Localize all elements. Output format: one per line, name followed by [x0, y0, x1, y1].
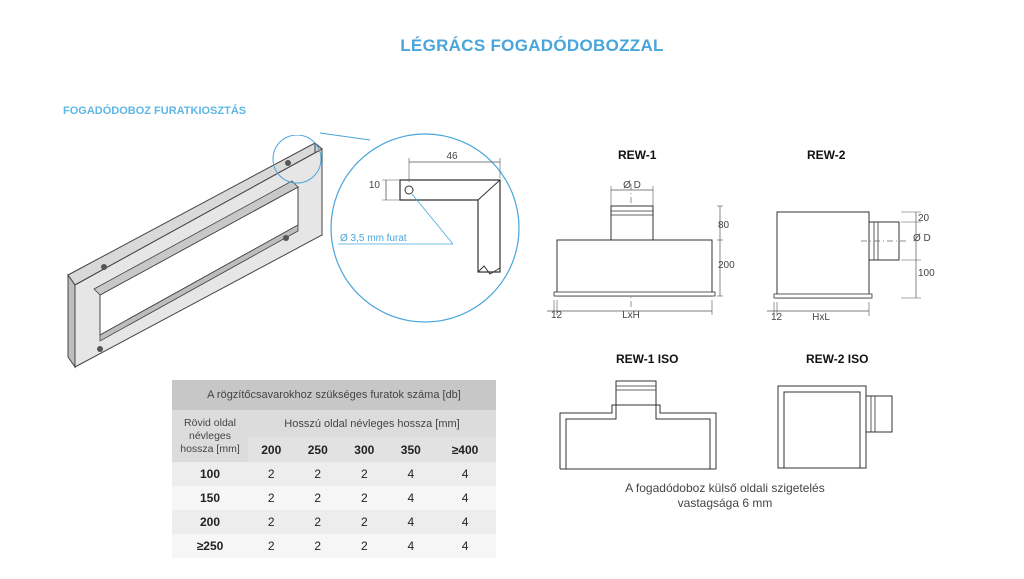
- cell: 2: [248, 534, 295, 558]
- table-row: 200 2 2 2 4 4: [172, 510, 496, 534]
- frame-hole: [283, 235, 289, 241]
- section-title: FOGADÓDOBOZ FURATKIOSZTÁS: [63, 105, 247, 117]
- rew1-dim-lxh: LxH: [622, 310, 640, 321]
- table-row-header: Rövid oldal névleges hossza [mm]: [172, 410, 248, 462]
- dim-46-label: 46: [446, 151, 458, 162]
- cell: 2: [341, 462, 388, 486]
- rew2-dim-100: 100: [918, 268, 935, 279]
- cell: 2: [341, 534, 388, 558]
- iso-caption: A fogadódoboz külső oldali szigetelés va…: [600, 481, 850, 511]
- rew1-drawing: Ø D 80 200 12 LxH: [547, 180, 735, 321]
- cell: 4: [387, 462, 435, 486]
- cell: 2: [341, 510, 388, 534]
- frame-illustration: [67, 135, 323, 369]
- iso-caption-line1: A fogadódoboz külső oldali szigetelés: [625, 481, 825, 495]
- table-title: A rögzítőcsavarokhoz szükséges furatok s…: [172, 380, 496, 410]
- rew1-iso-drawing: [559, 380, 717, 470]
- cell: 2: [248, 462, 295, 486]
- frame-hole: [101, 264, 107, 270]
- col-header: 250: [294, 437, 342, 462]
- dim-10-label: 10: [369, 180, 381, 191]
- row-label: 150: [172, 486, 248, 510]
- rew2-title: REW-2: [807, 148, 846, 162]
- rew1-dim-200: 200: [718, 260, 735, 271]
- iso-caption-line2: vastagsága 6 mm: [677, 496, 773, 510]
- detail-connector: [319, 132, 371, 141]
- frame-hole: [97, 346, 103, 352]
- cell: 4: [387, 534, 435, 558]
- frame-inner-top: [93, 180, 299, 296]
- rew2-iso-drawing: [777, 385, 893, 469]
- hole-icon: [404, 185, 414, 195]
- rew2-dim-hxl: HxL: [812, 312, 830, 323]
- cell: 2: [294, 486, 342, 510]
- row-header-line: Rövid oldal: [184, 416, 236, 429]
- detail-view: 46 10 Ø 3,5 mm furat: [330, 133, 520, 323]
- frame-left-flange: [67, 273, 76, 369]
- rew2-dim-20: 20: [918, 213, 930, 224]
- cell: 2: [248, 510, 295, 534]
- frame-inner-bottom: [99, 224, 299, 342]
- table-row: 100 2 2 2 4 4: [172, 462, 496, 486]
- rew1-iso-title: REW-1 ISO: [616, 352, 679, 366]
- cell: 2: [294, 534, 342, 558]
- col-header: 350: [387, 437, 435, 462]
- cell: 4: [434, 510, 496, 534]
- col-header: 200: [248, 437, 295, 462]
- row-header-line: névleges: [188, 429, 232, 442]
- cell: 4: [434, 462, 496, 486]
- rew1-title: REW-1: [618, 148, 657, 162]
- row-label: 200: [172, 510, 248, 534]
- hole-label: Ø 3,5 mm furat: [340, 233, 407, 244]
- row-header-line: hossza [mm]: [180, 442, 240, 455]
- rew2-dia-label: Ø D: [913, 233, 931, 244]
- cell: 2: [294, 510, 342, 534]
- cell: 2: [248, 486, 295, 510]
- rew1-dia-label: Ø D: [623, 180, 641, 191]
- rew2-drawing: 20 Ø D 100 12 HxL: [767, 211, 935, 323]
- detail-marker-circle: [272, 135, 322, 184]
- cell: 2: [294, 462, 342, 486]
- row-label: 100: [172, 462, 248, 486]
- hole-count-table: A rögzítőcsavarokhoz szükséges furatok s…: [172, 380, 496, 558]
- cell: 4: [387, 510, 435, 534]
- frame-hole: [285, 160, 291, 166]
- rew1-dim-80: 80: [718, 220, 730, 231]
- cell: 4: [434, 534, 496, 558]
- cell: 4: [387, 486, 435, 510]
- row-label: ≥250: [172, 534, 248, 558]
- col-header: ≥400: [434, 437, 496, 462]
- table-col-group-header: Hosszú oldal névleges hossza [mm]: [248, 410, 496, 438]
- cell: 2: [341, 486, 388, 510]
- page-title: LÉGRÁCS FOGADÓDOBOZZAL: [400, 36, 664, 55]
- table-row: ≥250 2 2 2 4 4: [172, 534, 496, 558]
- rew2-iso-title: REW-2 ISO: [806, 352, 869, 366]
- rew2-dim-12: 12: [771, 312, 783, 323]
- table-row: 150 2 2 2 4 4: [172, 486, 496, 510]
- rew1-dim-12: 12: [551, 310, 563, 321]
- cell: 4: [434, 486, 496, 510]
- col-header: 300: [341, 437, 388, 462]
